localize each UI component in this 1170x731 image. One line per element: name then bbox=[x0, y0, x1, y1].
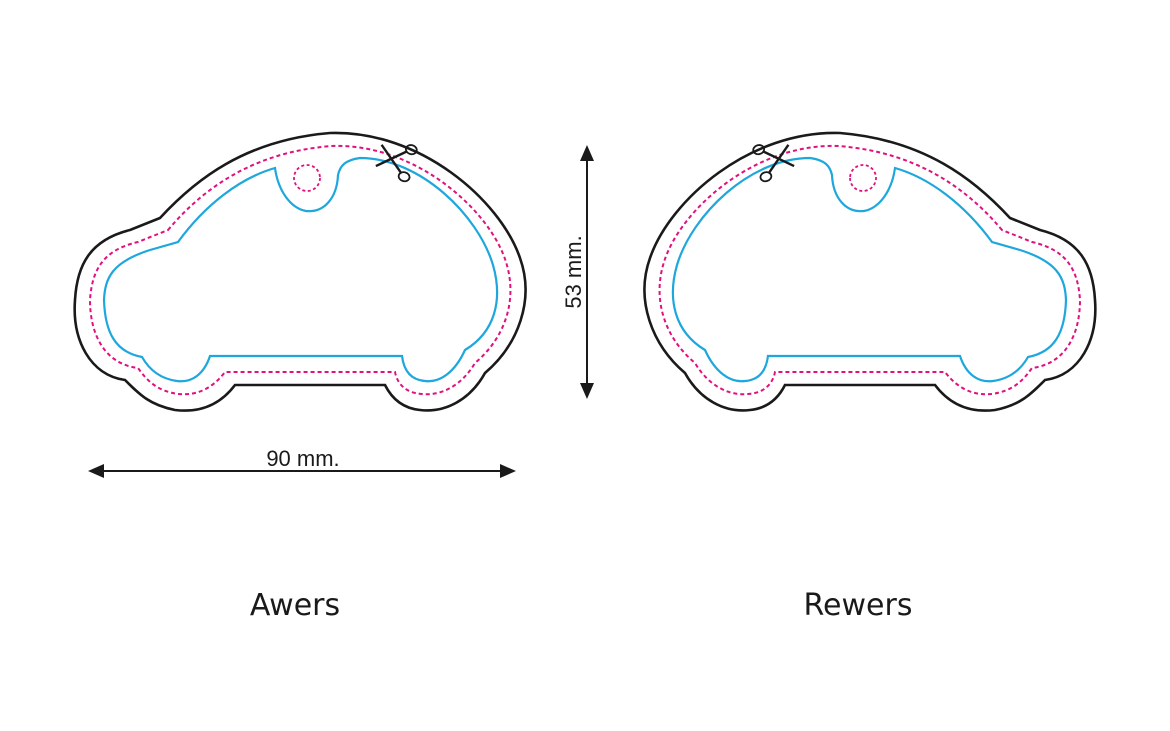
car-front bbox=[73, 131, 527, 412]
height-label: 53 mm. bbox=[561, 235, 586, 308]
arrow-down-icon bbox=[580, 383, 594, 399]
arrow-left-icon bbox=[88, 464, 104, 478]
hanging-hole-back bbox=[849, 164, 877, 192]
safe-line-front bbox=[102, 156, 499, 383]
cut-line-back bbox=[643, 131, 1097, 412]
safe-line-back bbox=[671, 156, 1068, 383]
arrow-up-icon bbox=[580, 145, 594, 161]
hanging-hole-front bbox=[293, 164, 321, 192]
height-dimension: 53 mm. bbox=[561, 145, 594, 399]
arrow-right-icon bbox=[500, 464, 516, 478]
width-label: 90 mm. bbox=[266, 446, 339, 471]
car-back bbox=[643, 131, 1097, 412]
cut-line-front bbox=[73, 131, 527, 412]
back-side-label: Rewers bbox=[803, 588, 913, 623]
front-side-label: Awers bbox=[249, 588, 341, 623]
width-dimension: 90 mm. bbox=[88, 446, 516, 478]
